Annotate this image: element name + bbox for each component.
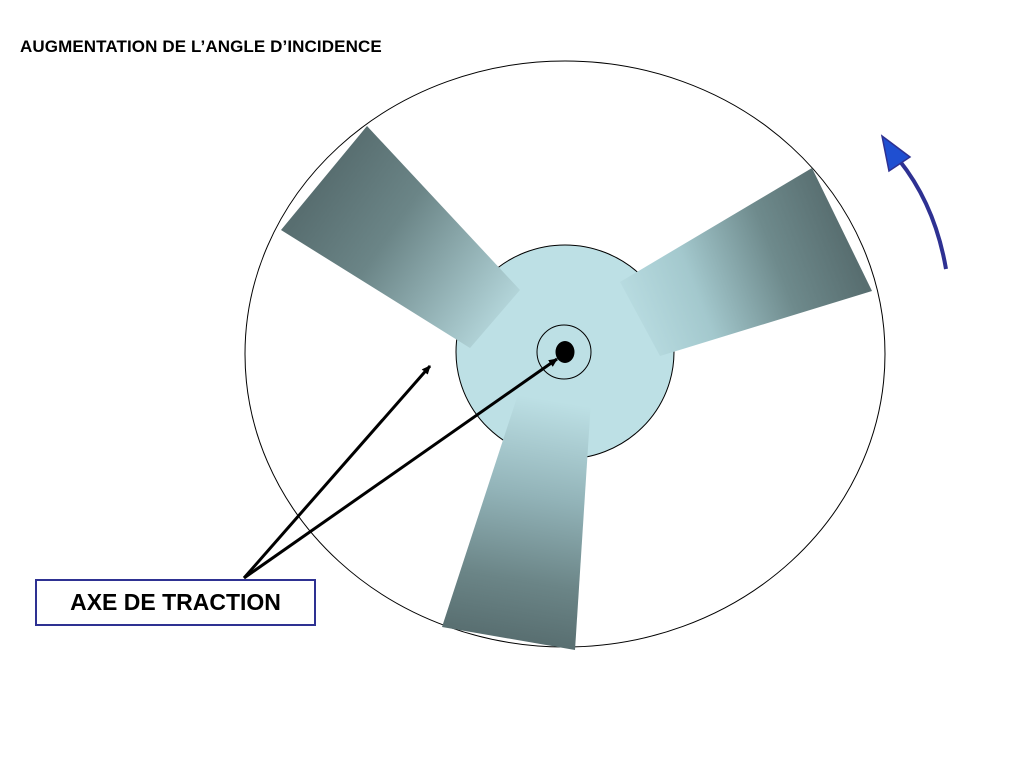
axis-center-ring xyxy=(536,324,592,380)
curved-arrow-icon xyxy=(897,158,948,270)
slide-title: AUGMENTATION DE L’ANGLE D’INCIDENCE xyxy=(20,37,382,56)
traction-arrow-disc xyxy=(242,365,432,579)
traction-arrow-center xyxy=(243,357,558,580)
rotation-arrowhead xyxy=(880,134,912,173)
blade-top-left xyxy=(281,126,520,348)
traction-axis-label-box: AXE DE TRACTION xyxy=(35,579,316,626)
blade-bottom xyxy=(442,385,592,650)
dot-icon xyxy=(555,341,575,363)
traction-axis-label: AXE DE TRACTION xyxy=(70,589,281,615)
blade-right xyxy=(620,168,872,356)
